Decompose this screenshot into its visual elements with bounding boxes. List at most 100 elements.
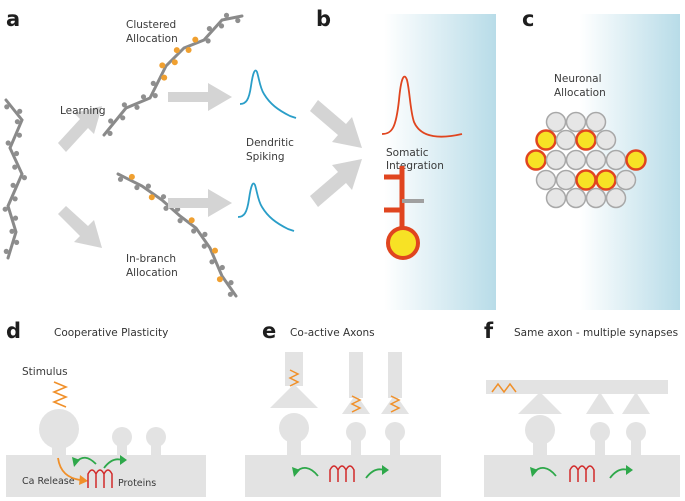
panel-d: Cooperative Plasticity Stimulus Ca Relea… (6, 327, 206, 497)
spine (10, 182, 16, 188)
spine (3, 248, 9, 254)
neuron (605, 149, 627, 171)
axon-horizontal (486, 380, 668, 394)
activated-spine (159, 62, 166, 69)
activated-spine (173, 47, 180, 54)
arrow-to-soma-bottom (310, 159, 362, 207)
spine-head-small-2 (146, 427, 166, 447)
green-arrow-f-right-head (626, 465, 633, 475)
panel-label-d: d (6, 319, 21, 343)
spine (201, 243, 207, 249)
activated-spine (161, 74, 168, 81)
green-arrow-d-right-head (120, 455, 127, 465)
spine (21, 175, 27, 181)
spine (17, 108, 23, 114)
neuron-grid (525, 111, 647, 209)
spine (235, 17, 241, 24)
panel-f: Same axon - multiple synapses (484, 327, 680, 497)
allocated-neuron (525, 149, 547, 171)
spine (160, 194, 167, 200)
neuron (545, 149, 567, 171)
stimulus-label: Stimulus (22, 366, 68, 378)
spine (163, 205, 169, 211)
stimulus-zigzag-f (491, 382, 517, 394)
axon-terminal-f3 (622, 392, 650, 414)
panel-e: Co-active Axons (245, 327, 441, 497)
allocated-neuron (535, 129, 557, 151)
neuron (565, 111, 587, 133)
spine-neck-f2 (595, 432, 605, 458)
panel-a: Clustered Allocation Learning Dendritic … (2, 12, 297, 298)
spine-head-small-1 (112, 427, 132, 447)
neuron (565, 149, 587, 171)
spines-group (2, 12, 241, 297)
soma (386, 226, 420, 260)
somatic-spike-trace (381, 75, 463, 138)
arrow-learning-down (58, 206, 102, 248)
spine (121, 102, 127, 108)
spine-head-f2 (590, 422, 610, 442)
arrow-to-soma-top (310, 100, 362, 148)
panel-d-title: Cooperative Plasticity (54, 327, 168, 339)
axon-2 (349, 352, 363, 398)
neuron (565, 187, 587, 209)
green-arrow-e-left-head (292, 467, 300, 477)
panel-b-background (384, 14, 496, 310)
neuron (545, 111, 567, 133)
ca-release-label: Ca Release (22, 476, 75, 487)
panel-b: Somatic Integration (310, 14, 496, 310)
neuron (585, 111, 607, 133)
spine (12, 215, 19, 221)
spine-head-large (39, 409, 79, 449)
spine (150, 80, 156, 86)
axon-terminal-2 (342, 394, 370, 414)
arrow-to-spike-top (168, 83, 232, 111)
axon-terminal-f2 (586, 392, 614, 414)
spine-head-e2 (346, 422, 366, 442)
spine-neck-small-1 (117, 440, 127, 458)
panel-e-title: Co-active Axons (290, 327, 375, 339)
spine (120, 115, 126, 121)
activated-spine (188, 217, 195, 224)
dendritic-spiking-label: Dendritic Spiking (246, 137, 297, 163)
spine (205, 38, 211, 44)
dendrite-initial (4, 98, 24, 260)
spine (228, 280, 234, 286)
activated-spine (192, 36, 199, 43)
activated-spine (212, 247, 218, 254)
activated-spine (148, 194, 155, 201)
green-arrow-d-left-head (72, 457, 80, 467)
neuron (555, 169, 577, 191)
neuron (555, 129, 577, 151)
spine (14, 119, 20, 125)
spine (191, 228, 197, 234)
spine-neck-e2 (351, 432, 361, 458)
proteins-label: Proteins (118, 478, 156, 489)
spine (134, 184, 140, 191)
green-arrow-f-left-head (530, 467, 538, 477)
spine (145, 183, 151, 189)
spine (152, 93, 158, 99)
spine (177, 218, 183, 224)
spine (218, 23, 225, 29)
dendrite-clustered (102, 14, 244, 137)
stimulus-zigzag-d (51, 381, 69, 408)
learning-label: Learning (60, 105, 106, 117)
activated-spine (171, 59, 178, 66)
axon-terminal-3 (381, 394, 409, 414)
allocated-neuron (575, 129, 597, 151)
panel-label-f: f (484, 319, 494, 343)
clustered-allocation-label: Clustered Allocation (126, 19, 180, 45)
dendrite-in-branch (116, 172, 238, 298)
spine (223, 12, 230, 18)
neuron (535, 169, 557, 191)
spine (117, 176, 124, 182)
axon-3 (388, 352, 402, 398)
allocated-neuron (625, 149, 647, 171)
dendritic-spike-trace-top (239, 69, 297, 119)
neuron (585, 187, 607, 209)
spine-neck-small-2 (151, 440, 161, 458)
axon-terminal-f1 (518, 392, 562, 414)
arrow-learning-up (58, 106, 102, 152)
